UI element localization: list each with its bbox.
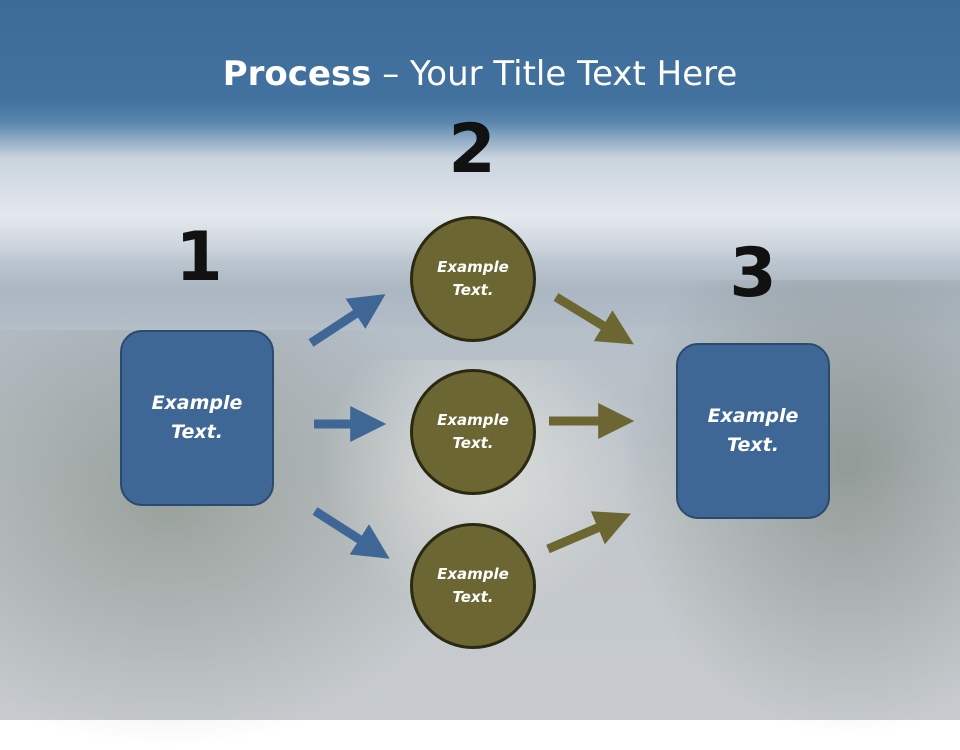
arrow-bottom-to-3 [546, 511, 631, 554]
title-rest: – Your Title Text Here [371, 54, 738, 94]
connector-arrows [308, 293, 635, 559]
step-2-circle-middle-text: Example Text. [437, 411, 509, 452]
step-3-box: Example Text. [676, 343, 830, 519]
arrow-1-to-top [308, 294, 386, 347]
step-2-circle-bottom: Example Text. [410, 523, 536, 649]
step-number-3: 3 [729, 234, 777, 313]
arrow-top-to-3 [553, 293, 634, 345]
step-2-circle-bottom-text: Example Text. [437, 565, 509, 606]
step-1-text: Example Text. [151, 392, 243, 443]
step-1-box: Example Text. [120, 330, 274, 506]
step-2-circle-middle: Example Text. [410, 369, 536, 495]
step-2-circle-top-text: Example Text. [437, 258, 509, 299]
step-3-text: Example Text. [707, 405, 799, 456]
arrow-1-to-bottom [312, 507, 390, 559]
step-2-circle-top: Example Text. [410, 216, 536, 342]
step-number-1: 1 [175, 218, 223, 297]
title-bold: Process [222, 54, 372, 94]
step-number-2: 2 [448, 110, 496, 189]
slide-title: Process – Your Title Text Here [0, 52, 960, 96]
